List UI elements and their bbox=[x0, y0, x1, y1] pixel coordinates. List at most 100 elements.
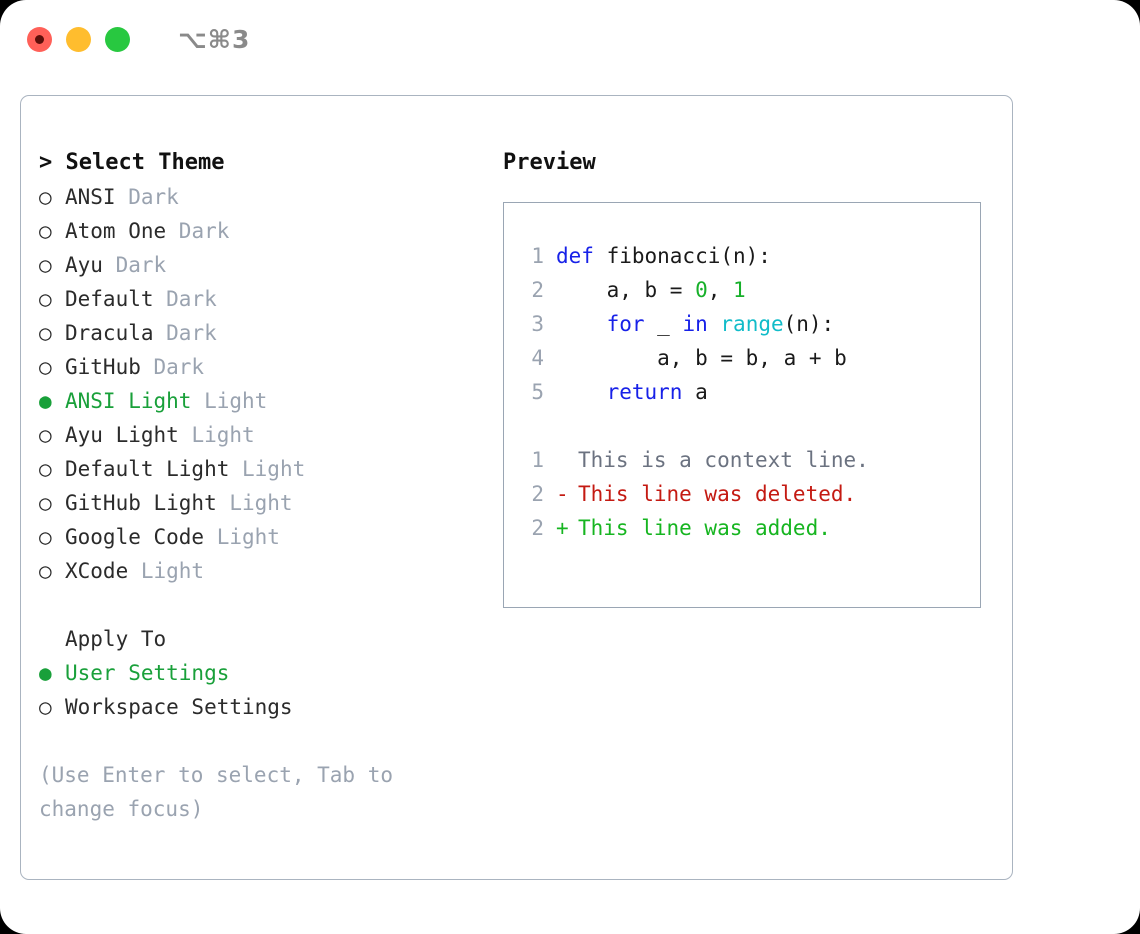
diff-text: This is a context line. bbox=[578, 448, 869, 472]
code-token: in bbox=[682, 312, 708, 336]
line-number: 1 bbox=[531, 244, 544, 268]
radio-unselected-icon: ○ bbox=[39, 219, 52, 243]
caret-icon: > bbox=[39, 150, 53, 175]
code-line: 4 a, b = b, a + b bbox=[518, 341, 980, 375]
theme-name: Ayu Light bbox=[65, 423, 179, 447]
theme-row[interactable]: ○ Ayu Light Light bbox=[39, 418, 483, 452]
apply-to-list: ●User Settings ○ Workspace Settings bbox=[39, 656, 483, 724]
theme-kind: Dark bbox=[166, 219, 230, 243]
theme-row[interactable]: ● ANSI Light Light bbox=[39, 384, 483, 418]
recording-dot-icon bbox=[35, 34, 44, 44]
radio-unselected-icon: ○ bbox=[39, 423, 52, 447]
maximize-button[interactable] bbox=[105, 26, 130, 52]
radio-unselected-icon: ○ bbox=[39, 457, 52, 481]
diff-marker: - bbox=[556, 482, 569, 506]
theme-kind: Dark bbox=[153, 321, 217, 345]
code-line: 5 return a bbox=[518, 375, 980, 409]
theme-row[interactable]: ○ Default Light Light bbox=[39, 452, 483, 486]
diff-text: This line was deleted. bbox=[578, 482, 857, 506]
theme-kind: Dark bbox=[102, 253, 167, 277]
theme-row[interactable]: ○Google Code Light bbox=[39, 520, 483, 554]
theme-name: ANSI bbox=[65, 185, 116, 209]
theme-name: Default Light bbox=[65, 457, 230, 481]
theme-kind: Light bbox=[229, 457, 306, 481]
radio-unselected-icon: ○ bbox=[39, 185, 52, 209]
code-token: a, b = bbox=[556, 278, 696, 302]
code-token bbox=[708, 312, 721, 336]
page-title: > Select Theme bbox=[39, 146, 483, 180]
code-token: def bbox=[556, 244, 607, 268]
theme-picker-column: > Select Theme ○ANSI Dark○Atom One Dark○… bbox=[21, 146, 483, 826]
code-token: , bbox=[707, 278, 734, 302]
theme-name: Dracula bbox=[65, 321, 154, 345]
theme-name: Ayu bbox=[65, 253, 103, 277]
code-token: (n): bbox=[783, 312, 835, 336]
line-number: 3 bbox=[531, 312, 544, 336]
line-number: 4 bbox=[531, 346, 544, 370]
theme-kind: Light bbox=[204, 525, 280, 549]
minimize-button[interactable] bbox=[66, 26, 91, 52]
diff-line-number: 2 bbox=[531, 482, 544, 506]
keyboard-hint: (Use Enter to select, Tab to change focu… bbox=[39, 763, 394, 821]
close-button[interactable] bbox=[27, 26, 52, 52]
theme-name: Google Code bbox=[65, 525, 205, 549]
theme-name: ANSI Light bbox=[65, 389, 192, 413]
code-token: 1 bbox=[733, 278, 746, 302]
code-line: 2 a, b = 0, 1 bbox=[518, 273, 980, 307]
theme-row[interactable]: ○Default Dark bbox=[39, 282, 483, 316]
main-panel: > Select Theme ○ANSI Dark○Atom One Dark○… bbox=[20, 95, 1013, 880]
theme-name: GitHub Light bbox=[65, 491, 217, 515]
theme-kind: Light bbox=[178, 423, 255, 447]
apply-to-label: User Settings bbox=[65, 661, 230, 685]
code-token: a, b = b, a + b bbox=[556, 346, 847, 370]
theme-row[interactable]: ○ Dracula Dark bbox=[39, 316, 483, 350]
apply-to-option[interactable]: ○ Workspace Settings bbox=[39, 690, 483, 724]
radio-unselected-icon: ○ bbox=[39, 695, 52, 719]
diff-line-number: 1 bbox=[531, 448, 544, 472]
theme-row[interactable]: ○Ayu Dark bbox=[39, 248, 483, 282]
code-token: for bbox=[606, 312, 645, 336]
apply-to-option[interactable]: ●User Settings bbox=[39, 656, 483, 690]
theme-kind: Dark bbox=[153, 287, 217, 311]
theme-name: Default bbox=[65, 287, 154, 311]
theme-name: Atom One bbox=[65, 219, 167, 243]
preview-title: Preview bbox=[503, 150, 596, 175]
line-number: 2 bbox=[531, 278, 544, 302]
page-title-label: Select Theme bbox=[65, 150, 225, 175]
theme-kind: Light bbox=[128, 559, 205, 583]
theme-kind: Light bbox=[216, 491, 293, 515]
window-title: ⌥⌘3 bbox=[178, 24, 251, 54]
theme-kind: Dark bbox=[140, 355, 205, 379]
theme-row[interactable]: ○ANSI Dark bbox=[39, 180, 483, 214]
theme-row[interactable]: ○XCode Light bbox=[39, 554, 483, 588]
theme-row[interactable]: ○ Atom One Dark bbox=[39, 214, 483, 248]
diff-line: 2-This line was deleted. bbox=[518, 477, 980, 511]
theme-name: GitHub bbox=[65, 355, 141, 379]
diff-line: 2+This line was added. bbox=[518, 511, 980, 545]
code-token: fibonacci(n): bbox=[606, 244, 771, 268]
code-token bbox=[556, 312, 607, 336]
theme-row[interactable]: ○ GitHub Light Light bbox=[39, 486, 483, 520]
apply-to-label: Workspace Settings bbox=[65, 695, 293, 719]
code-token: return bbox=[606, 380, 683, 404]
traffic-light-group bbox=[27, 26, 130, 52]
apply-to-heading: Apply To bbox=[65, 627, 167, 651]
theme-list: ○ANSI Dark○Atom One Dark○Ayu Dark○Defaul… bbox=[39, 180, 483, 588]
spacer bbox=[39, 588, 483, 622]
code-token: a bbox=[682, 380, 708, 404]
radio-unselected-icon: ○ bbox=[39, 321, 52, 345]
spacer bbox=[518, 409, 980, 443]
diff-line-number: 2 bbox=[531, 516, 544, 540]
diff-line: 1 This is a context line. bbox=[518, 443, 980, 477]
panel-columns: > Select Theme ○ANSI Dark○Atom One Dark○… bbox=[21, 96, 1012, 826]
line-number: 5 bbox=[531, 380, 544, 404]
theme-kind: Light bbox=[191, 389, 268, 413]
theme-row[interactable]: ○GitHub Dark bbox=[39, 350, 483, 384]
radio-unselected-icon: ○ bbox=[39, 491, 52, 515]
radio-selected-icon: ● bbox=[39, 389, 52, 413]
code-line: 3 for _ in range(n): bbox=[518, 307, 980, 341]
title-bar: ⌥⌘3 bbox=[0, 0, 1140, 78]
